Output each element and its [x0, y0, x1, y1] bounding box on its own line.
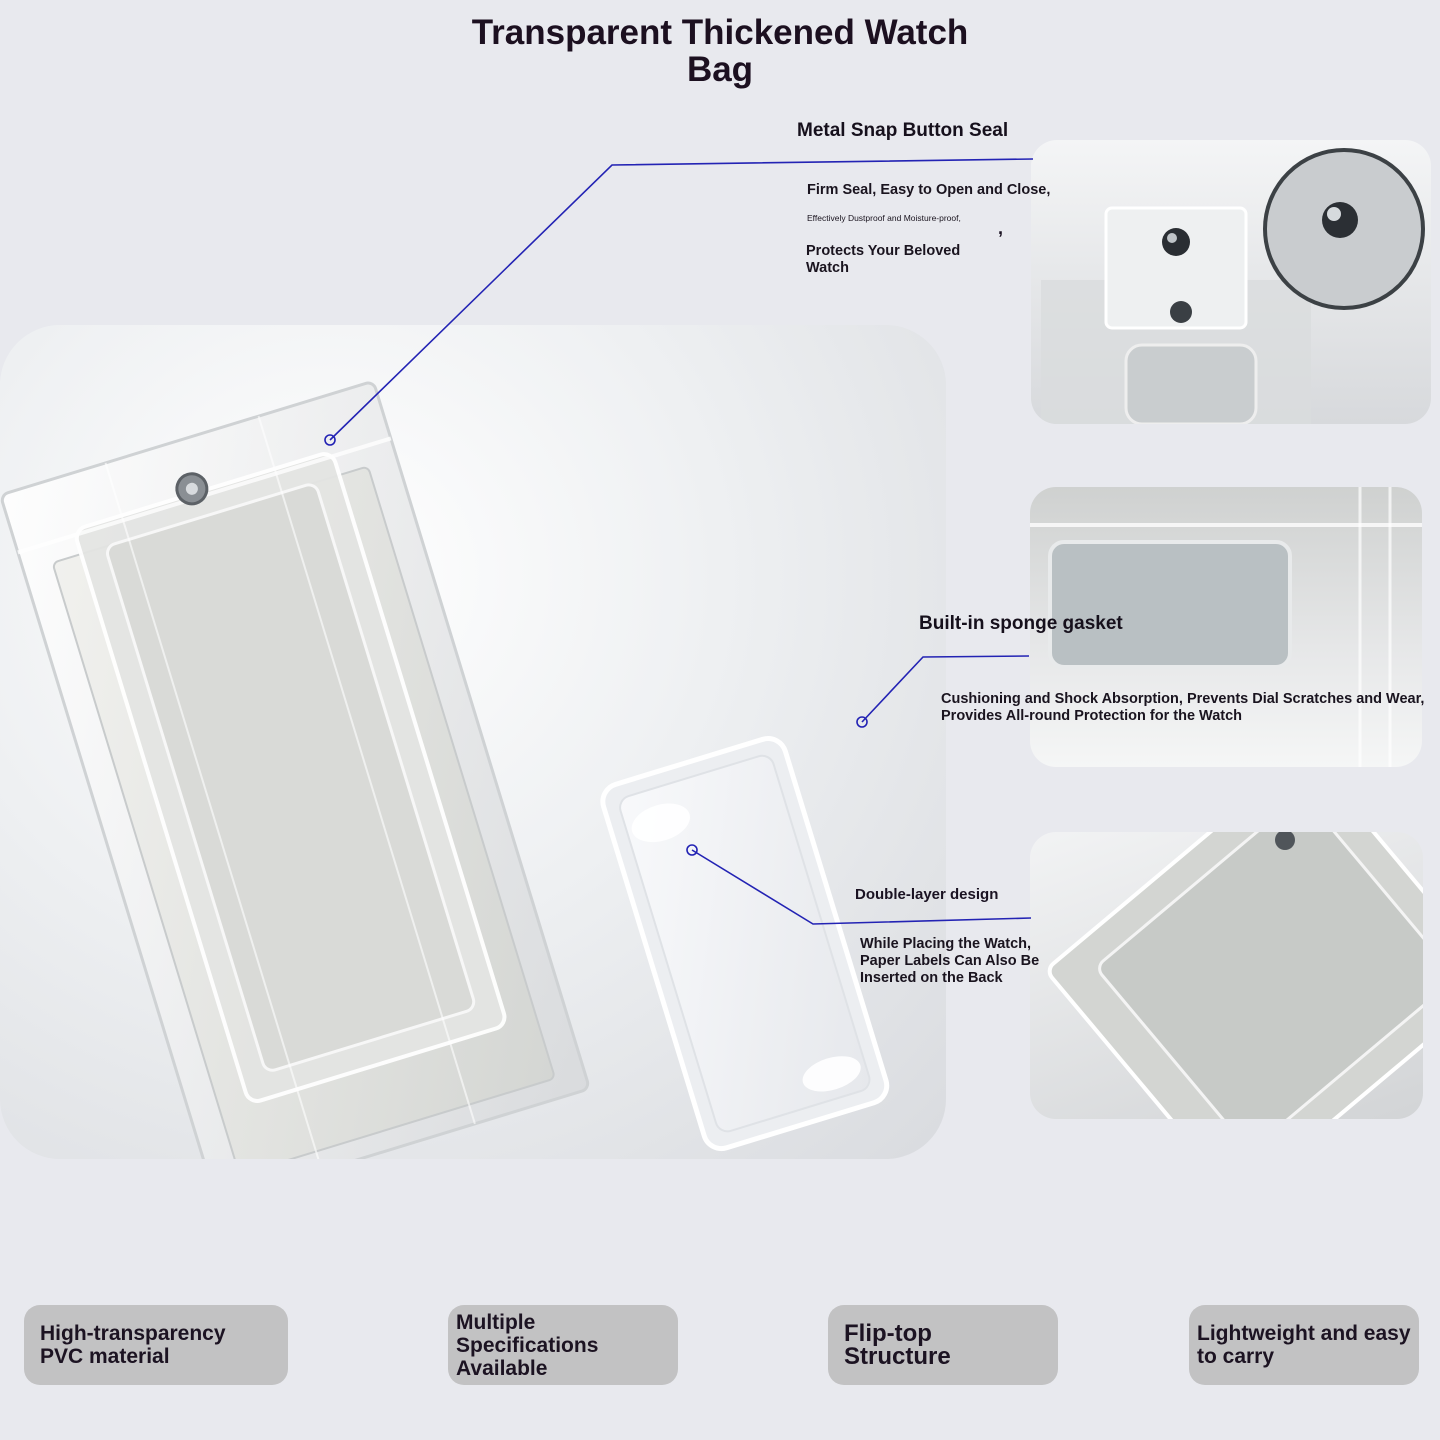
snap-callout-line1: Firm Seal, Easy to Open and Close,: [807, 182, 1051, 198]
main-product-photo: [0, 325, 946, 1159]
snap-callout-marker: [324, 434, 336, 446]
feature-pill-lightweight: Lightweight and easy to carry: [1189, 1305, 1419, 1385]
snap-callout-line2: Effectively Dustproof and Moisture-proof…: [807, 213, 961, 223]
snap-button-illustration: [1041, 148, 1425, 424]
sponge-callout-title: Built-in sponge gasket: [919, 613, 1123, 634]
sponge-callout-line: [861, 655, 1030, 723]
sponge-callout-text: Cushioning and Shock Absorption, Prevent…: [941, 691, 1425, 724]
page-title: Transparent Thickened Watch Bag: [471, 13, 969, 89]
sponge-callout-marker: [856, 716, 868, 728]
double-callout-text: While Placing the Watch, Paper Labels Ca…: [860, 936, 1040, 986]
snap-callout-comma: ,: [998, 218, 1004, 238]
double-layer-illustration: [1047, 832, 1423, 1119]
double-callout-marker: [686, 844, 698, 856]
watch-bag-illustration: [0, 381, 890, 1159]
snap-button-detail-photo: [1031, 140, 1431, 424]
double-callout-line: [691, 849, 1032, 925]
double-layer-detail-photo: [1030, 832, 1423, 1119]
feature-pill-pvc: High-transparency PVC material: [24, 1305, 288, 1385]
sponge-gasket-detail-photo: [1030, 487, 1422, 767]
feature-pill-flip-top: Flip-top Structure: [828, 1305, 1058, 1385]
snap-callout-line: [329, 158, 1034, 441]
double-callout-title: Double-layer design: [855, 886, 999, 903]
snap-callout-title: Metal Snap Button Seal: [797, 120, 1009, 141]
sponge-gasket-illustration: [1030, 487, 1422, 767]
feature-pill-specifications: Multiple Specifications Available: [448, 1305, 678, 1385]
snap-callout-line3: Protects Your Beloved Watch: [806, 243, 961, 276]
